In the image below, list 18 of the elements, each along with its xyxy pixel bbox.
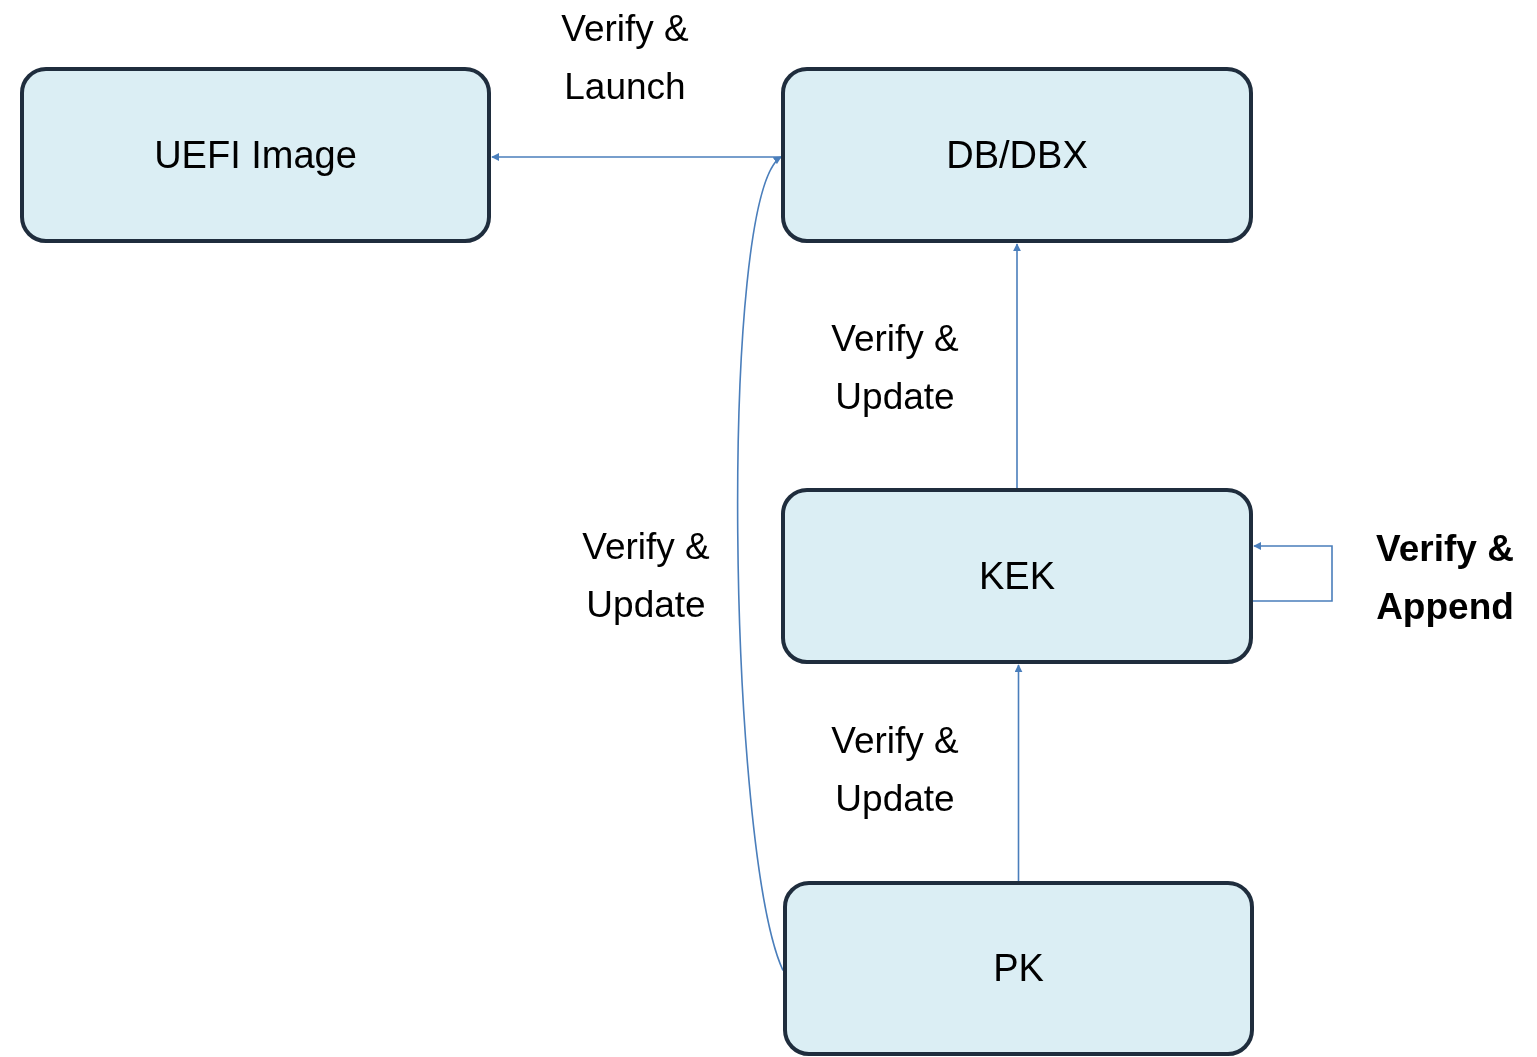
rounded-box [783, 881, 1254, 1056]
edge-label: Verify & Update [830, 719, 960, 821]
box-label: KEK [978, 554, 1055, 598]
edge-label: Verify & Update [581, 525, 711, 627]
edge-label: Verify & Launch [560, 7, 690, 109]
arrow [1014, 664, 1023, 882]
edge-label: Verify & Update [830, 317, 960, 419]
rounded-box [781, 488, 1253, 664]
arrow [1013, 243, 1021, 489]
arrow [736, 156, 784, 972]
rounded-box [20, 67, 491, 243]
rounded-box [781, 67, 1253, 243]
arrow [491, 153, 782, 161]
box-label: UEFI Image [154, 133, 357, 177]
arrow [1252, 542, 1333, 602]
box-label: PK [993, 947, 1044, 990]
box-label: DB/DBX [946, 133, 1088, 177]
edge-label: Verify & Append [1375, 527, 1515, 629]
